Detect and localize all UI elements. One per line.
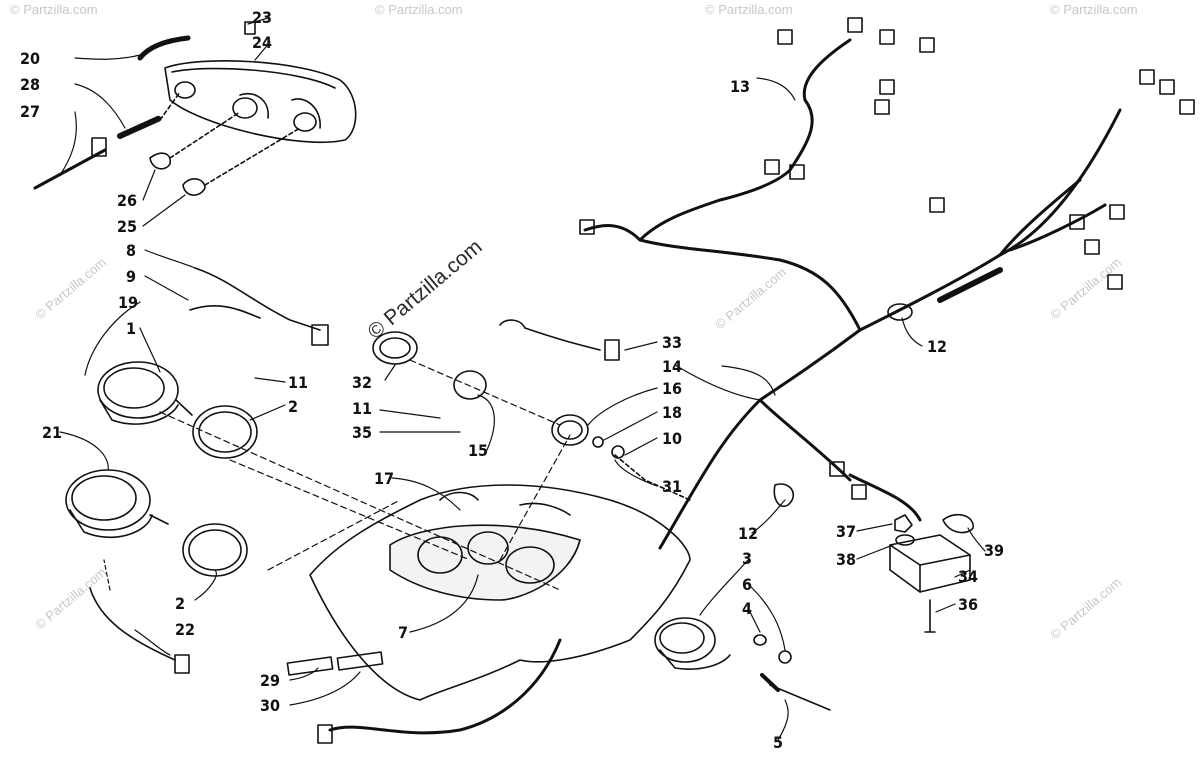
callout-5: 5 — [773, 733, 783, 752]
callout-35: 35 — [352, 423, 372, 442]
callout-14: 14 — [662, 357, 682, 376]
speedometer-gauge — [65, 469, 169, 539]
callout-32: 32 — [352, 373, 372, 392]
harness-connectors — [317, 17, 1195, 744]
nut-6 — [778, 650, 792, 664]
callout-37: 37 — [836, 522, 856, 541]
callout-18: 18 — [662, 403, 682, 422]
callout-1: 1 — [126, 319, 136, 338]
nut-10 — [611, 445, 625, 459]
bulb-small — [149, 152, 171, 170]
gauge-wire-lead — [194, 267, 321, 331]
decal-29 — [286, 656, 334, 676]
callout-20: 20 — [20, 49, 40, 68]
callout-28: 28 — [20, 75, 40, 94]
callout-38: 38 — [836, 550, 856, 569]
callout-9: 9 — [126, 267, 136, 286]
callout-23: 23 — [252, 8, 272, 27]
main-harness — [328, 38, 1122, 735]
speedo-cable — [769, 684, 831, 711]
callout-labels: 23 24 20 28 27 26 25 8 9 19 1 11 2 21 2 … — [20, 8, 1004, 752]
callout-24: 24 — [252, 33, 272, 52]
headlight-trim-strip — [137, 35, 191, 61]
callout-15: 15 — [468, 441, 488, 460]
callout-13: 13 — [730, 77, 750, 96]
callout-12-lower: 12 — [738, 524, 758, 543]
gauge-light-wire — [89, 587, 176, 661]
callout-30: 30 — [260, 696, 280, 715]
watermark-mid-right: © Partzilla.com — [712, 264, 789, 332]
callout-3: 3 — [742, 549, 752, 568]
watermark-top-far-right: © Partzilla.com — [1050, 2, 1138, 17]
callout-25: 25 — [117, 217, 137, 236]
watermark-top-mid: © Partzilla.com — [375, 2, 463, 17]
callout-39: 39 — [984, 541, 1004, 560]
callout-22: 22 — [175, 620, 195, 639]
fuel-gauge — [551, 414, 589, 446]
voltmeter — [372, 331, 418, 365]
tachometer-gauge — [97, 361, 193, 425]
washer-38 — [895, 534, 915, 546]
callout-29: 29 — [260, 671, 280, 690]
decal-30 — [336, 651, 384, 671]
nut-37 — [894, 514, 913, 533]
watermark-top-right: © Partzilla.com — [705, 2, 793, 17]
callout-12-upper: 12 — [927, 337, 947, 356]
speedo-gauge-right — [654, 617, 731, 670]
callout-36: 36 — [958, 595, 978, 614]
clamp-39 — [942, 513, 974, 534]
callout-4: 4 — [742, 599, 752, 618]
callout-27: 27 — [20, 102, 40, 121]
callout-2-lower: 2 — [175, 594, 185, 613]
screw-bracket — [91, 137, 107, 157]
headlight-clip — [244, 21, 256, 35]
voltage-regulator — [889, 534, 971, 593]
watermark-top-left: © Partzilla.com — [10, 2, 98, 17]
watermark-center: © Partzilla.com — [363, 235, 486, 344]
dash-pod — [309, 484, 691, 701]
gauge-ring-15 — [453, 370, 487, 400]
headlight-assembly — [164, 60, 357, 144]
callout-21: 21 — [42, 423, 62, 442]
callout-16: 16 — [662, 379, 682, 398]
callout-34: 34 — [958, 567, 978, 586]
grommet-12-upper — [887, 303, 913, 321]
bezel-ring-upper — [192, 405, 258, 459]
bulb-socket — [182, 178, 206, 196]
callout-6: 6 — [742, 575, 752, 594]
callout-31: 31 — [662, 477, 682, 496]
adjuster-spring — [117, 115, 163, 139]
callout-2-upper: 2 — [288, 397, 298, 416]
callout-17: 17 — [374, 469, 394, 488]
watermark-left: © Partzilla.com — [32, 254, 109, 322]
indicator-light — [499, 319, 620, 361]
callout-33: 33 — [662, 333, 682, 352]
callout-19: 19 — [118, 293, 138, 312]
washer-18 — [592, 436, 604, 448]
washer-4 — [753, 634, 767, 646]
bolt-36 — [924, 599, 936, 633]
callout-11-center: 11 — [352, 399, 372, 418]
callout-26: 26 — [117, 191, 137, 210]
bezel-ring-lower — [182, 523, 248, 577]
callout-7: 7 — [398, 623, 408, 642]
leader-lines — [59, 17, 986, 741]
clamp-12-lower — [773, 483, 794, 507]
callout-8: 8 — [126, 241, 136, 260]
gauge-connector — [311, 324, 329, 346]
watermark-bottom-right: © Partzilla.com — [1047, 574, 1124, 642]
callout-10: 10 — [662, 429, 682, 448]
watermark-bottom-left: © Partzilla.com — [32, 564, 109, 632]
callout-11-left: 11 — [288, 373, 308, 392]
